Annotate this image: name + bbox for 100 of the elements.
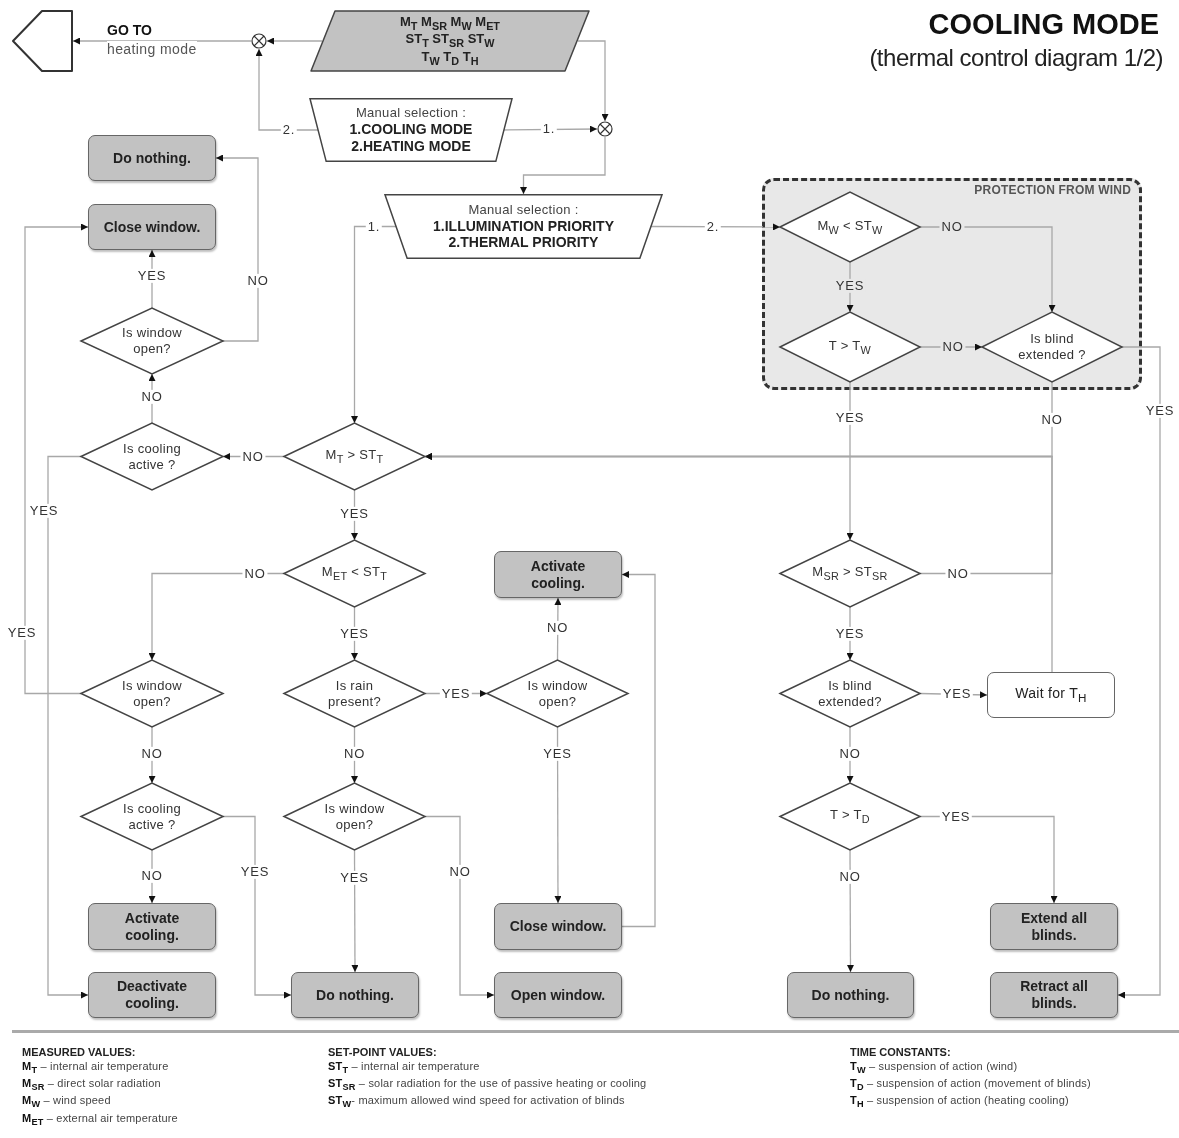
connector-arrow: [919, 226, 1056, 313]
definition-text: ST$_{W}$- maximum allowed wind speed for activation of blinds: [328, 1094, 626, 1110]
connector-arrow: [266, 37, 323, 45]
edge-label: 1.: [365, 219, 383, 234]
edge-label: NO: [139, 389, 165, 405]
box-text: Extend all blinds.: [1019, 909, 1089, 944]
box-text: Wait for T$_{H}$: [1015, 685, 1087, 705]
connector-arrow: [1117, 346, 1161, 999]
action-box: [787, 972, 914, 1018]
edge-label: NO: [837, 869, 863, 885]
box-text: Close window.: [509, 918, 607, 935]
definition-text: T$_{W}$ – suspension of action (wind): [850, 1060, 1019, 1076]
definition-text: M$_{SR}$ – direct solar radiation: [22, 1077, 162, 1093]
box-text: T$_{W}$ T$_{D}$ T$_{H}$: [421, 49, 479, 67]
decision-diamond: [81, 660, 223, 727]
group-title: PROTECTION FROM WIND: [974, 183, 1131, 198]
decision-text: T > T$_{W}$: [828, 337, 872, 357]
legend-heading: SET-POINT VALUES:: [328, 1046, 438, 1058]
decision-diamond: [982, 312, 1122, 382]
action-box: [88, 972, 216, 1018]
decision-text: Is blind extended ?: [1017, 331, 1087, 363]
decision-diamond: [284, 540, 425, 607]
legend-heading: MEASURED VALUES:: [22, 1046, 137, 1058]
decision-text: Is rain present?: [327, 677, 382, 710]
edge-label: YES: [338, 870, 371, 886]
box-text: Do nothing.: [811, 986, 890, 1004]
connector-arrow: [554, 726, 562, 904]
edge-label: YES: [338, 506, 371, 522]
connector-arrow: [846, 849, 854, 973]
connector-arrow: [351, 849, 359, 973]
connector-arrow: [577, 40, 609, 122]
connector-arrow: [621, 571, 656, 928]
decision-text: Is window open?: [121, 677, 183, 710]
edge-label: NO: [242, 566, 268, 581]
decision-text: Is window open?: [526, 677, 589, 710]
decision-diamond: [780, 660, 920, 727]
box-text: Open window.: [510, 986, 606, 1004]
decision-diamond: [81, 783, 223, 850]
edge-label: NO: [139, 746, 165, 762]
decision-text: Is cooling active ?: [122, 800, 182, 833]
box-text: 2.THERMAL PRIORITY: [448, 234, 599, 252]
edge-label: YES: [439, 686, 473, 701]
definition-text: ST$_{SR}$ – solar radiation for the use of passive heating or cooling: [328, 1077, 647, 1093]
manual-input-trapezoid: [385, 194, 662, 259]
decision-diamond: [780, 192, 920, 262]
decision-diamond: [81, 308, 223, 374]
definition-text: ST$_{T}$ – internal air temperature: [328, 1060, 481, 1076]
action-box: [494, 551, 622, 598]
edge-label: NO: [240, 449, 266, 464]
action-box: [88, 204, 216, 250]
connector-arrow: [520, 136, 606, 195]
manual-input-trapezoid: [310, 98, 512, 162]
decision-text: M$_{SR}$ > ST$_{SR}$: [812, 564, 888, 583]
edge-label: YES: [939, 809, 973, 824]
junction-circle: [251, 33, 267, 49]
diagram-title: COOLING MODE: [928, 8, 1159, 41]
edge-label: NO: [245, 273, 271, 289]
box-text: Do nothing.: [113, 149, 191, 167]
box-text: 1.ILLUMINATION PRIORITY: [433, 217, 614, 235]
box-text: M$_{T}$ M$_{SR}$ M$_{W}$ M$_{ET}$: [400, 15, 500, 33]
box-text: Deactivate cooling.: [115, 978, 188, 1012]
decision-text: M$_{T}$ > ST$_{T}$: [325, 447, 384, 466]
edge-label: YES: [338, 626, 371, 642]
decision-diamond: [284, 423, 425, 490]
decision-text: T > T$_{D}$: [830, 807, 870, 826]
decision-diamond: [284, 783, 425, 850]
action-box: [494, 972, 622, 1018]
definition-text: M$_{T}$ – internal air temperature: [22, 1060, 170, 1076]
edge-label: NO: [139, 868, 165, 884]
decision-text: Is cooling active ?: [122, 440, 182, 473]
legend-heading: TIME CONSTANTS:: [850, 1046, 952, 1058]
action-box: [88, 903, 216, 950]
decision-diamond: [81, 423, 223, 490]
connector-arrow: [424, 815, 495, 999]
definition-text: M$_{W}$ – wind speed: [22, 1094, 112, 1110]
connector-caption: heating mode: [107, 41, 197, 57]
connector-arrow: [24, 223, 89, 695]
definition-text: T$_{D}$ – suspension of action (movement of blinds): [850, 1077, 1091, 1093]
group-frame: [762, 178, 1142, 390]
edge-label: NO: [447, 864, 473, 880]
box-text: 2.HEATING MODE: [351, 137, 471, 155]
edge-label: NO: [945, 566, 971, 581]
junction-circle: [597, 121, 613, 137]
connector-arrow: [846, 381, 854, 541]
edge-label: NO: [1039, 412, 1065, 428]
box-text: Manual selection :: [355, 105, 467, 121]
off-page-connector: [12, 10, 73, 72]
decision-text: Is window open?: [121, 325, 183, 357]
decision-diamond: [780, 783, 920, 850]
connector-arrow: [351, 225, 398, 424]
definition-text: T$_{H}$ – suspension of action (heating cooling): [850, 1094, 1070, 1110]
edge-label: YES: [541, 746, 574, 762]
connector-caption: GO TO: [107, 22, 152, 38]
box-text: Activate cooling.: [529, 557, 587, 592]
definition-text: M$_{ET}$ – external air temperature: [22, 1111, 178, 1127]
box-text: Activate cooling.: [123, 909, 181, 944]
box-text: ST$_{T}$ ST$_{SR}$ ST$_{W}$: [405, 32, 495, 50]
box-text: Manual selection :: [468, 201, 579, 218]
connector-arrow: [215, 154, 259, 342]
connector-arrow: [47, 455, 89, 999]
